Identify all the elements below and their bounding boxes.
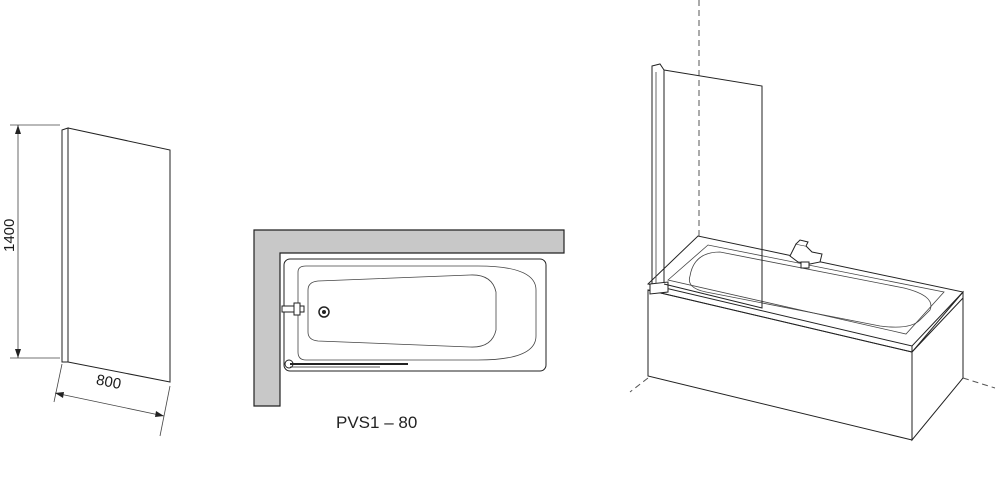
drain-icon — [318, 306, 330, 318]
width-ext-left — [53, 363, 63, 403]
screen-glass — [663, 69, 763, 309]
wall-section — [253, 229, 565, 407]
width-dimension-label: 800 — [95, 371, 123, 392]
faucet-icon — [281, 305, 305, 313]
bathtub-basin — [307, 274, 497, 348]
screen-profile — [651, 63, 665, 287]
plan-view: PVS1 – 80 — [253, 229, 565, 432]
height-arrow-top — [15, 125, 21, 134]
panel-profile — [61, 127, 69, 363]
width-arrow-right — [155, 411, 164, 417]
bathtub-outline — [283, 258, 547, 372]
width-arrow-left — [55, 392, 64, 398]
bath-side-face — [911, 290, 964, 442]
wall-edge-left-floor — [629, 377, 649, 393]
model-label: PVS1 – 80 — [336, 413, 417, 432]
panel-elevation: 1400 800 — [1, 124, 171, 437]
faucet-perspective-icon — [789, 239, 823, 269]
width-ext-right — [159, 385, 171, 437]
height-arrow-bottom — [15, 349, 21, 358]
wall-edge-right-floor — [962, 377, 996, 389]
bath-basin — [688, 251, 932, 328]
height-dimension-label: 1400 — [1, 219, 18, 252]
bath-rim-inner — [667, 244, 945, 335]
width-dim-line — [54, 392, 165, 417]
perspective-view — [629, 0, 996, 442]
bath-front-face — [647, 289, 913, 441]
glass-panel — [67, 127, 171, 383]
bathtub-inner — [297, 265, 537, 361]
